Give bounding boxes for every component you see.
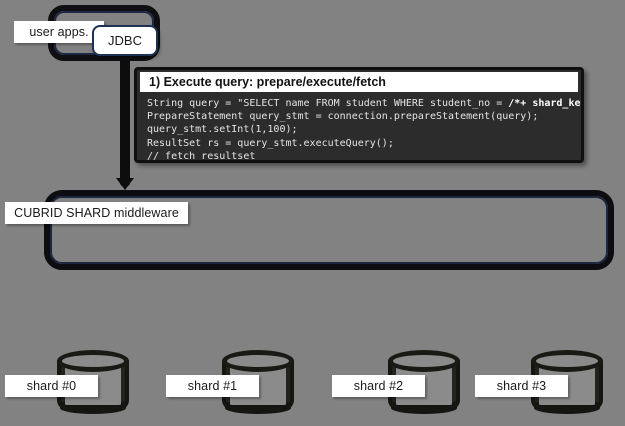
code-callout: 1) Execute query: prepare/execute/fetch … [134,67,584,163]
code-line: query_stmt.setInt(1,100); [147,124,298,136]
shard-label-3: shard #3 [475,375,568,397]
cylinder-bottom [60,402,126,414]
code-callout-title: 1) Execute query: prepare/execute/fetch [140,72,578,92]
cubrid-shard-middleware-container [44,190,614,270]
shard-cylinder-3[interactable] [531,350,603,416]
code-line: PrepareStatement query_stmt = connection… [147,111,539,123]
user-apps-label: user apps. [14,21,104,43]
middleware-label: CUBRID SHARD middleware [5,202,188,224]
cylinder-top [388,350,460,372]
code-line: // fetch resultset [147,150,256,162]
connector-line-jdbc-to-middleware [120,58,130,186]
jdbc-box[interactable]: JDBC [92,25,158,56]
shard-key-hint: /*+ shard_key */ [508,98,584,109]
middleware-inner-border [50,196,608,264]
cylinder-bottom [225,402,291,414]
shard-cylinder-1[interactable] [222,350,294,416]
shard-label-2: shard #2 [332,375,425,397]
cylinder-top [222,350,294,372]
shard-label-0: shard #0 [5,375,98,397]
cylinder-top [57,350,129,372]
cylinder-top [531,350,603,372]
shard-cylinder-0[interactable] [57,350,129,416]
code-line: String query = "SELECT name FROM student… [147,97,581,110]
shard-label-1: shard #1 [166,375,259,397]
code-line: ResultSet rs = query_stmt.executeQuery()… [147,137,394,149]
cylinder-bottom [391,402,457,414]
cylinder-bottom [534,402,600,414]
arrowhead-down-icon [116,178,134,190]
code-callout-body: String query = "SELECT name FROM student… [137,92,581,162]
